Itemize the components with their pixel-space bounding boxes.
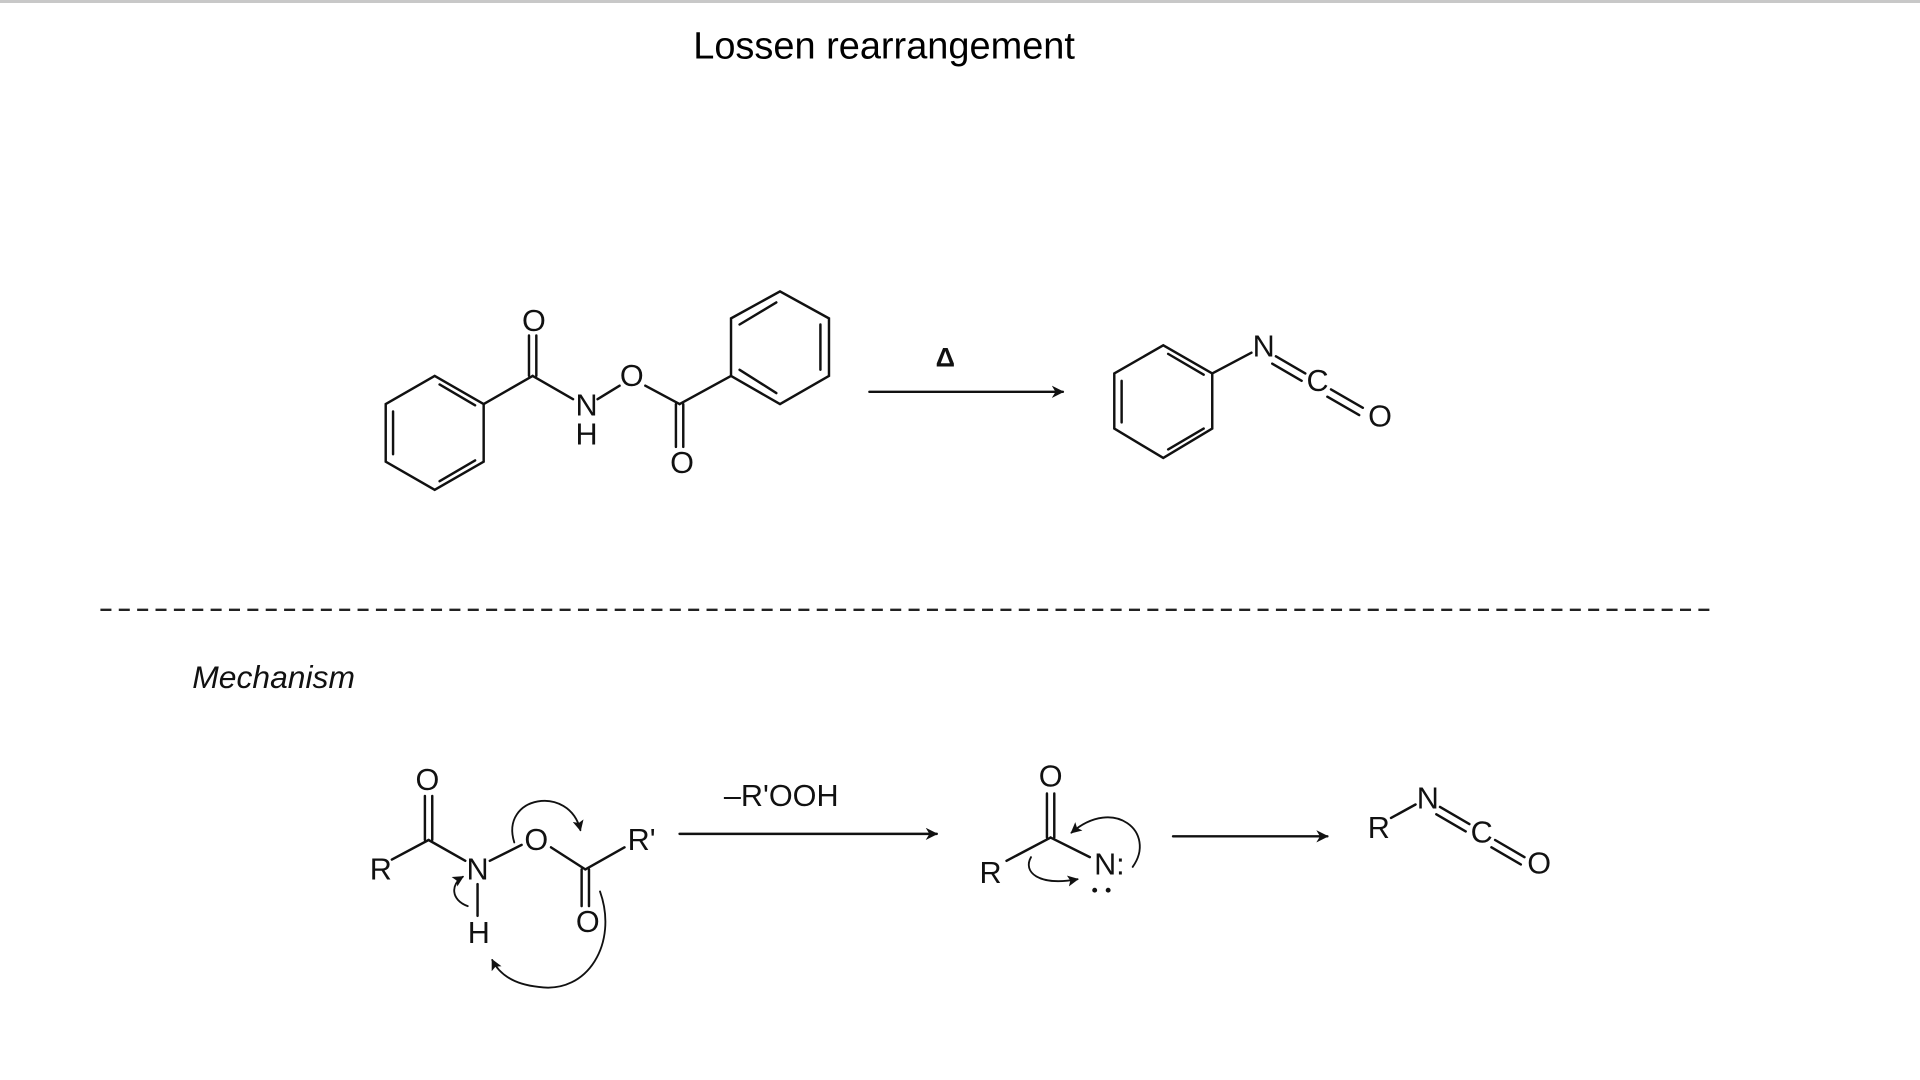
atom-label: R — [980, 856, 1002, 890]
benzene-ring-left — [384, 374, 485, 492]
curved-arrow — [1070, 816, 1141, 868]
mechanism-reactant: R O N H O O R' — [370, 763, 656, 989]
atom-label: O — [670, 446, 694, 480]
atom-label: R' — [628, 823, 656, 857]
atom-label: C — [1471, 816, 1493, 850]
atom-label: O — [1368, 399, 1392, 433]
atom-label: O — [415, 763, 439, 797]
product-phenyl-isocyanate: N C O — [1113, 330, 1392, 460]
curved-arrow — [451, 875, 469, 908]
benzene-ring-right — [729, 290, 831, 406]
curved-arrow — [511, 800, 584, 844]
reagent-label: –R'OOH — [724, 779, 839, 813]
mechanism-heading: Mechanism — [192, 659, 355, 695]
page-title: Lossen rearrangement — [693, 26, 1075, 68]
atom-label: R — [1368, 811, 1390, 845]
atom-label: O — [1039, 759, 1063, 793]
atom-label: N — [466, 852, 488, 886]
isocyanate-product: R N C O — [1368, 781, 1551, 880]
curved-arrow — [491, 890, 607, 989]
atom-label: R — [370, 852, 392, 886]
atom-label: O — [620, 359, 644, 393]
heat-condition: Δ — [936, 343, 955, 373]
benzene-ring-product — [1113, 343, 1214, 460]
top-border — [0, 0, 1920, 3]
atom-label: O — [1527, 846, 1551, 880]
atom-label: H — [575, 418, 597, 452]
atom-label: O — [522, 304, 546, 338]
atom-label: O — [524, 823, 548, 857]
atom-label: N — [575, 388, 597, 422]
curved-arrow — [1028, 856, 1079, 887]
acyl-nitrene-intermediate: R O N: — [980, 759, 1141, 893]
atom-label: N: — [1094, 847, 1125, 881]
atom-label: N — [1417, 781, 1439, 815]
atom-label: O — [576, 905, 600, 939]
reactant-dibenzoylhydroxylamine: O N H O O — [384, 290, 831, 492]
atom-label: N — [1253, 330, 1275, 364]
atom-label: H — [468, 916, 490, 950]
atom-label: C — [1306, 364, 1328, 398]
